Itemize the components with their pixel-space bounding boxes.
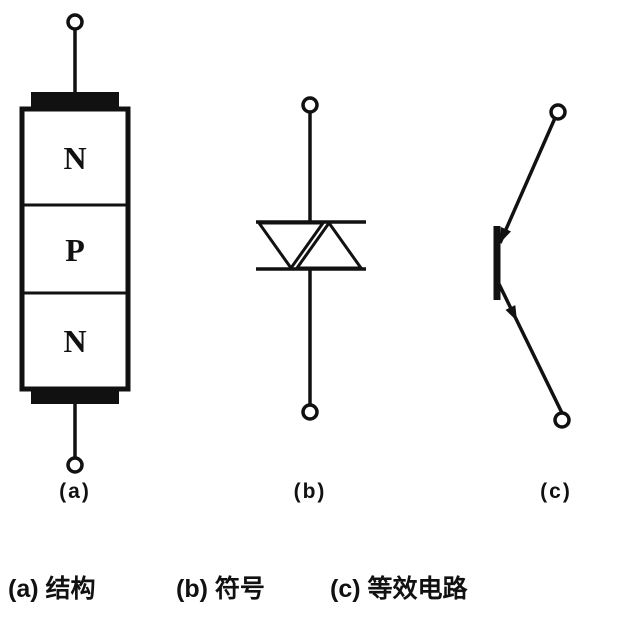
electrode-bar-bottom (31, 388, 119, 404)
layer-label-n-top: N (63, 140, 86, 176)
terminal-circle-bottom (301, 403, 319, 421)
terminal-circle-bottom (553, 411, 571, 429)
terminal-circle-bottom (66, 456, 84, 474)
caption-b: (b) 符号 (176, 574, 265, 603)
layer-label-n-bottom: N (63, 323, 86, 359)
sublabel-b: (b) (294, 480, 327, 503)
caption: (a) 结构 (b) 符号 (c) 等效电路 (8, 574, 469, 603)
sublabel-c: (c) (540, 480, 572, 503)
upper-lead (498, 117, 557, 244)
lower-lead (497, 283, 564, 414)
equivalent-circuit-figure: (c) (493, 103, 572, 503)
sublabel-a: (a) (59, 480, 91, 503)
upper-arrowhead (500, 227, 511, 243)
lower-arrowhead (505, 305, 517, 321)
caption-c: (c) 等效电路 (330, 574, 469, 603)
caption-a: (a) 结构 (8, 575, 96, 603)
terminal-circle-top (301, 96, 319, 114)
terminal-circle-top (549, 103, 567, 121)
structure-figure: N P N (a) (19, 13, 131, 503)
terminal-circle-top (66, 13, 84, 31)
symbol-figure: (b) (256, 96, 366, 503)
layer-label-p: P (65, 232, 85, 268)
electrode-bar-top (31, 92, 119, 109)
diac-triangle-down (256, 221, 326, 271)
